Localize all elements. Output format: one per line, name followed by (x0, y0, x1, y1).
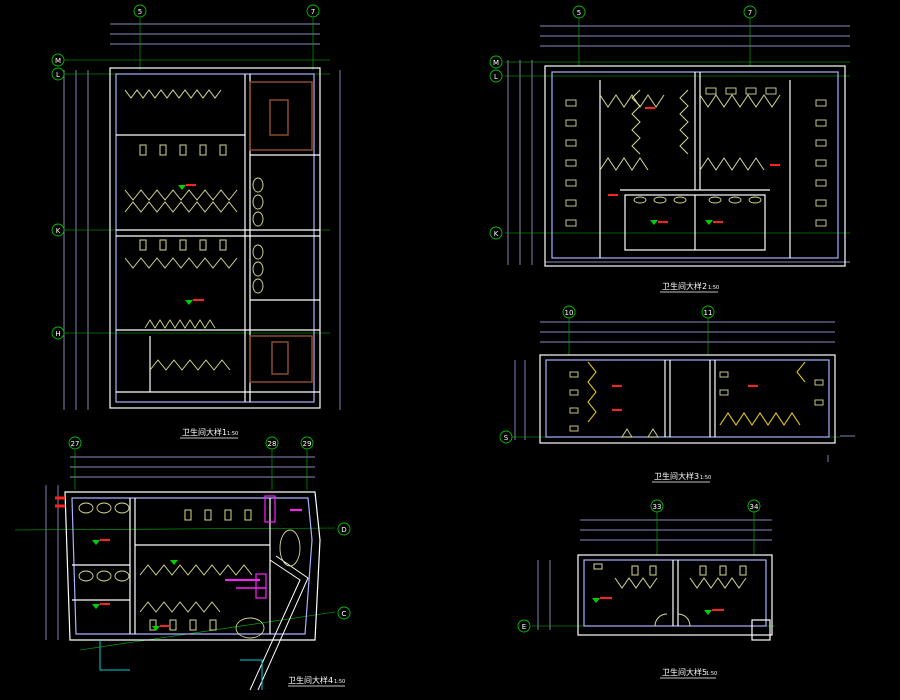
plan-4-axis-label: 28 (268, 440, 277, 448)
plan-1-basins (144, 177, 264, 329)
plan-3: 10 11 S 卫生间大样3 1:50 (499, 305, 855, 483)
plan-4-title: 卫生间大样4 (288, 675, 333, 685)
plan-1-axis-label: K (56, 227, 61, 235)
plan-4-magenta-notes (225, 495, 302, 599)
plan-4-stalls (139, 509, 253, 631)
plan-5-axis-label: 33 (653, 503, 662, 511)
plan-5-stalls (593, 563, 747, 627)
plan-1-axis-label: 7 (311, 8, 315, 16)
plan-3-stalls (587, 361, 806, 426)
plan-1-axis-label: M (55, 57, 61, 65)
plan-2-stalls (599, 89, 781, 171)
plan-5-scale: 1:50 (706, 671, 717, 677)
plan-5-walls (577, 554, 773, 641)
plan-2-title: 卫生间大样2 (662, 281, 707, 291)
plan-3-elevation-marks (612, 385, 758, 411)
plan-4-elevation-marks (55, 496, 178, 631)
plan-4-dimensions (45, 456, 315, 640)
plan-3-dimensions (514, 321, 855, 462)
plan-4-axis-label: D (341, 526, 346, 534)
plan-2-axis-label: K (494, 230, 499, 238)
plan-1-axis-label: L (56, 71, 60, 79)
plan-1: 5 7 M L K H 卫生间大样1 1:50 (51, 4, 341, 439)
plan-4-axis-bubbles (68, 436, 351, 620)
plan-4-axis-label: 27 (71, 440, 80, 448)
plan-4: 27 28 29 D C 卫生间大样4 1:50 (14, 436, 351, 691)
plan-1-elevation-marks (178, 184, 204, 305)
plan-1-axis-label: H (55, 330, 60, 338)
plan-1-stalls (124, 89, 238, 371)
plan-2-walls (544, 65, 846, 267)
plan-2-axis-bubbles (489, 5, 757, 240)
plan-2-toilets (565, 87, 827, 227)
plan-3-axis-label: 11 (704, 309, 713, 317)
plan-5-axis-label: E (522, 623, 526, 631)
plan-3-axis-label: S (504, 434, 509, 442)
plan-2-scale: 1:50 (708, 285, 719, 291)
plan-1-wood-boards (249, 81, 313, 383)
plan-2-elevation-marks (608, 107, 780, 225)
plan-3-fixtures (569, 371, 824, 438)
plan-5-title: 卫生间大样5 (662, 667, 707, 677)
plan-2-dimensions (507, 25, 850, 265)
plan-4-axis-label: 29 (303, 440, 312, 448)
plan-1-dimensions (63, 23, 341, 410)
plan-1-title: 卫生间大样1 (182, 427, 227, 437)
plan-2-axis-label: 5 (577, 9, 581, 17)
plan-4-axis-lines (14, 450, 336, 651)
plan-2-axis-label: 7 (748, 9, 752, 17)
plan-4-walls (64, 491, 321, 641)
plan-1-axis-label: 5 (138, 8, 142, 16)
plan-4-scale: 1:50 (334, 679, 345, 685)
plan-2-axis-label: L (494, 73, 498, 81)
plan-1-scale: 1:50 (227, 431, 238, 437)
plan-5-dimensions (537, 519, 772, 630)
plan-3-axis-label: 10 (565, 309, 574, 317)
plan-5-elevation-marks (592, 597, 724, 615)
plan-3-scale: 1:50 (700, 475, 711, 481)
plan-3-title: 卫生间大样3 (654, 471, 699, 481)
plan-5: 33 34 E 卫生间大样5 1:50 (517, 499, 775, 679)
plan-4-cyan-pipes (99, 640, 263, 690)
plan-3-walls (539, 354, 836, 444)
plan-2: 5 7 M L K 卫生间大样2 1:50 (489, 5, 850, 293)
plan-3-axis-bubbles (499, 305, 715, 444)
plan-5-axis-bubbles (517, 499, 761, 633)
plan-2-axis-label: M (493, 59, 499, 67)
plan-4-axis-label: C (342, 610, 347, 618)
plan-2-axis-lines (505, 18, 850, 234)
plan-5-axis-label: 34 (750, 503, 759, 511)
plan-4-basins (78, 502, 301, 639)
plan-4-diagonal-wall (249, 555, 309, 691)
plan-1-axis-bubbles (51, 4, 320, 340)
